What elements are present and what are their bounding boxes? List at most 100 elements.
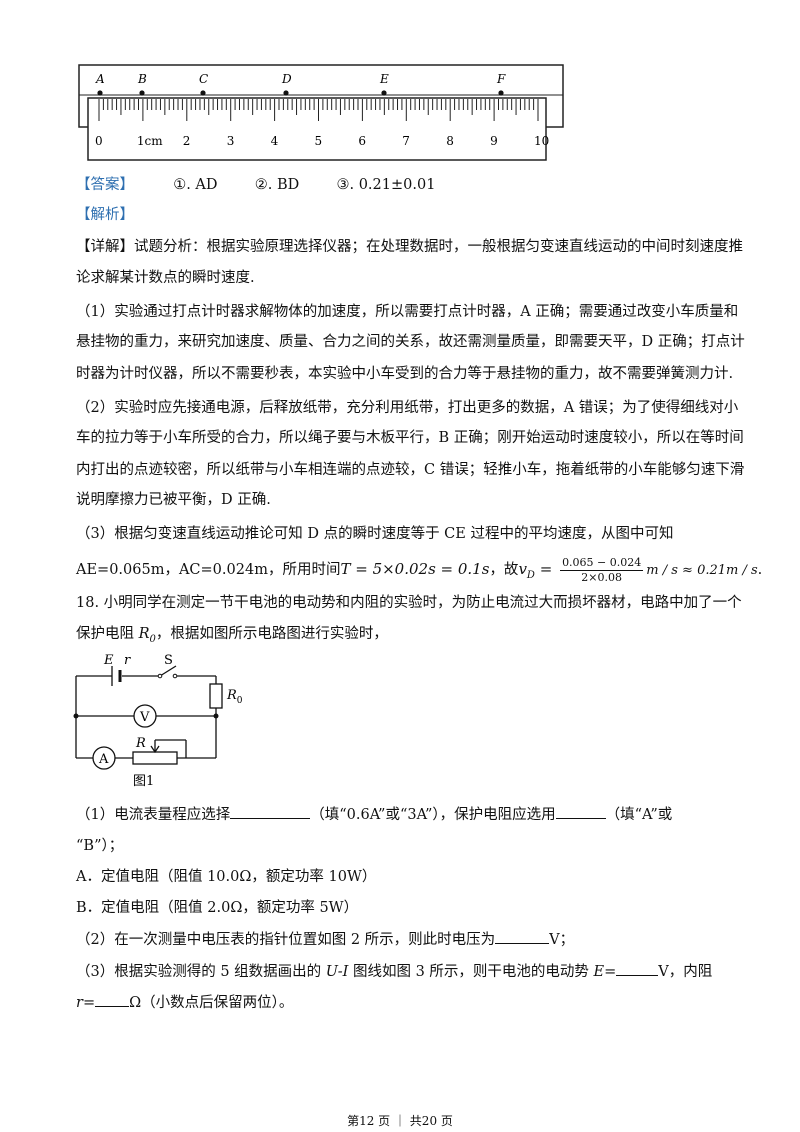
page-footer: 第12 页 ｜ 共20 页 (347, 1114, 453, 1128)
blank-voltage[interactable] (495, 929, 550, 944)
velocity-equals: = (534, 560, 558, 578)
detail-p2-line-1: （2）实验时应先接通电源，后释放纸带，充分利用纸带，打出更多的数据，A 错误；为… (76, 400, 739, 416)
q18-sub2-text-b: V； (549, 932, 575, 948)
ruler-number: 1cm (137, 134, 163, 148)
detail-p1-line-2: 悬挂物的重力，来研究加速度、质量、合力之间的关系，故还需测量质量，即需要天平，D… (76, 334, 745, 350)
label-s: S (164, 653, 173, 668)
label-r: r (124, 653, 131, 668)
blank-current-range[interactable] (230, 804, 311, 819)
tape-point-label: A (95, 72, 105, 86)
q18-sub3-line-2: r= Ω（小数点后保留两位）。 (76, 992, 293, 1013)
q18-sub1-text-c: （填“A”或 (605, 807, 673, 823)
ruler-numbers: 0 1cm 2 3 4 5 6 7 8 9 10 (95, 134, 549, 148)
q18-sub1-line-1: （1）电流表量程应选择 （填“0.6A”或“3A”），保护电阻应选用 （填“A”或 (76, 804, 672, 825)
q18-line-1: 18. 小明同学在测定一节干电池的电动势和内阻的实验时，为防止电流过大而损坏器材… (76, 595, 742, 611)
tape-point (381, 90, 387, 96)
q18-sub3-text-f: Ω（小数点后保留两位）。 (129, 995, 294, 1011)
q18-sub1-text-a: （1）电流表量程应选择 (76, 807, 231, 823)
q18-sub3-text-d: V，内阻 (658, 964, 713, 980)
time-formula: T = 5×0.02s = 0.1s (340, 560, 490, 578)
velocity-result: m / s ≈ 0.21m / s (646, 563, 758, 578)
ruler-number: 9 (490, 134, 498, 148)
tape-point-label: D (281, 72, 292, 86)
option-a: A．定值电阻（阻值 10.0Ω，额定功率 10W） (76, 869, 377, 885)
ruler-number: 2 (183, 134, 191, 148)
tape-point-label: B (137, 72, 147, 86)
detail-p1-line-3: 时器为计时仪器，所以不需要秒表，本实验中小车受到的合力等于悬挂物的重力，故不需要… (76, 366, 734, 382)
ruler-number: 3 (227, 134, 235, 148)
ruler-ticks (98, 99, 539, 121)
ruler-number: 5 (315, 134, 323, 148)
detail-p1-line-1: （1）实验通过打点计时器求解物体的加速度，所以需要打点计时器，A 正确；需要通过… (76, 304, 739, 320)
tape-point (97, 90, 103, 96)
ruler-number: 7 (402, 134, 410, 148)
q18-sub3-eq2: = (82, 995, 96, 1011)
detail-line-1: 【详解】试题分析：根据实验原理选择仪器；在处理数据时，一般根据匀变速直线运动的中… (76, 239, 743, 255)
ruler-number: 6 (358, 134, 366, 148)
detail-p3-mid: ，故 (489, 562, 519, 578)
q18-text-a: 保护电阻 (76, 626, 139, 642)
fraction-numerator: 0.065 − 0.024 (560, 555, 644, 571)
q18-sub1-line-2: “B”）； (76, 838, 124, 854)
figure-caption: 图1 (133, 774, 154, 789)
tape-point-label: C (199, 72, 208, 86)
q18-sub2: （2）在一次测量中电压表的指针位置如图 2 所示，则此时电压为 V； (76, 929, 574, 950)
tape-point (498, 90, 504, 96)
tape-point (200, 90, 206, 96)
q18-sub3-text-b: 图线如图 3 所示，则干电池的电动势 (348, 964, 594, 980)
answer-line: 【答案】 ①. AD ②. BD ③. 0.21±0.01 (76, 175, 435, 195)
answer-item-2: ②. BD (254, 177, 300, 193)
ruler-figure: A B C D E F 0 1cm 2 3 4 5 6 7 8 9 10 (78, 64, 564, 161)
detail-p3-end: . (757, 562, 763, 578)
tape-point-label: F (496, 72, 506, 86)
blank-internal-resistance[interactable] (95, 992, 130, 1007)
option-b: B．定值电阻（阻值 2.0Ω，额定功率 5W） (76, 900, 359, 916)
voltmeter (133, 704, 157, 728)
detail-p2-line-2: 车的拉力等于小车所受的合力，所以绳子要与木板平行，B 正确；刚开始运动时速度较小… (76, 430, 744, 446)
label-r0: R0 (226, 688, 243, 706)
fraction-denominator: 2×0.08 (581, 570, 623, 584)
label-e: E (103, 653, 114, 668)
tape-point (139, 90, 145, 96)
q18-sub3-text-a: （3）根据实验测得的 5 组数据画出的 (76, 964, 326, 980)
circuit-diagram: E r S R0 V A R 图1 (73, 653, 243, 789)
detail-p3-line-1: （3）根据匀变速直线运动推论可知 D 点的瞬时速度等于 CE 过程中的平均速度，… (76, 526, 674, 542)
detail-p3-text: AE=0.065m，AC=0.024m，所用时间 (76, 562, 341, 578)
tape-point-label: E (379, 72, 389, 86)
q18-sub1-text-b: （填“0.6A”或“3A”），保护电阻应选用 (310, 807, 556, 823)
tape-point (283, 90, 289, 96)
internal-resistance-symbol: r (76, 995, 83, 1011)
switch-blade (159, 665, 177, 677)
answer-tag: 【答案】 (76, 177, 134, 193)
q18-text-b: ，根据如图所示电路图进行实验时， (155, 626, 388, 642)
protective-resistor-r0 (209, 683, 223, 709)
q18-sub2-text-a: （2）在一次测量中电压表的指针位置如图 2 所示，则此时电压为 (76, 932, 496, 948)
detail-p2-line-3: 内打出的点迹较密，所以纸带与小车相连端的点迹较，C 错误；轻推小车，拖着纸带的小… (76, 462, 745, 478)
ruler-number: 4 (271, 134, 279, 148)
emf-symbol: E (593, 964, 605, 980)
ruler-points: A B C D E F (95, 72, 506, 96)
detail-p3-line-2: AE=0.065m，AC=0.024m，所用时间T = 5×0.02s = 0.… (76, 554, 762, 591)
velocity-symbol: vD (518, 560, 535, 581)
ruler-number: 10 (534, 134, 549, 148)
answer-item-3: ③. 0.21±0.01 (336, 177, 436, 193)
ruler-number: 0 (95, 134, 103, 148)
blank-emf[interactable] (616, 961, 659, 976)
resistor-symbol: R0 (138, 626, 156, 645)
q18-sub3-line-1: （3）根据实验测得的 5 组数据画出的 U-I 图线如图 3 所示，则干电池的电… (76, 961, 712, 982)
rheostat (132, 751, 178, 765)
blank-protective-resistor[interactable] (555, 804, 606, 819)
detail-p2-line-4: 说明摩擦力已被平衡，D 正确. (76, 492, 271, 508)
ruler-number: 8 (446, 134, 454, 148)
ui-label: U-I (325, 964, 349, 980)
label-v: V (139, 710, 150, 725)
label-a: A (98, 752, 109, 767)
answer-item-1: ①. AD (173, 177, 218, 193)
label-rheostat: R (135, 736, 146, 751)
analysis-tag: 【解析】 (76, 207, 134, 223)
detail-line-2: 论求解某计数点的瞬时速度. (76, 270, 255, 286)
q18-sub3-eq: = (604, 964, 617, 980)
ruler-body (87, 97, 547, 161)
